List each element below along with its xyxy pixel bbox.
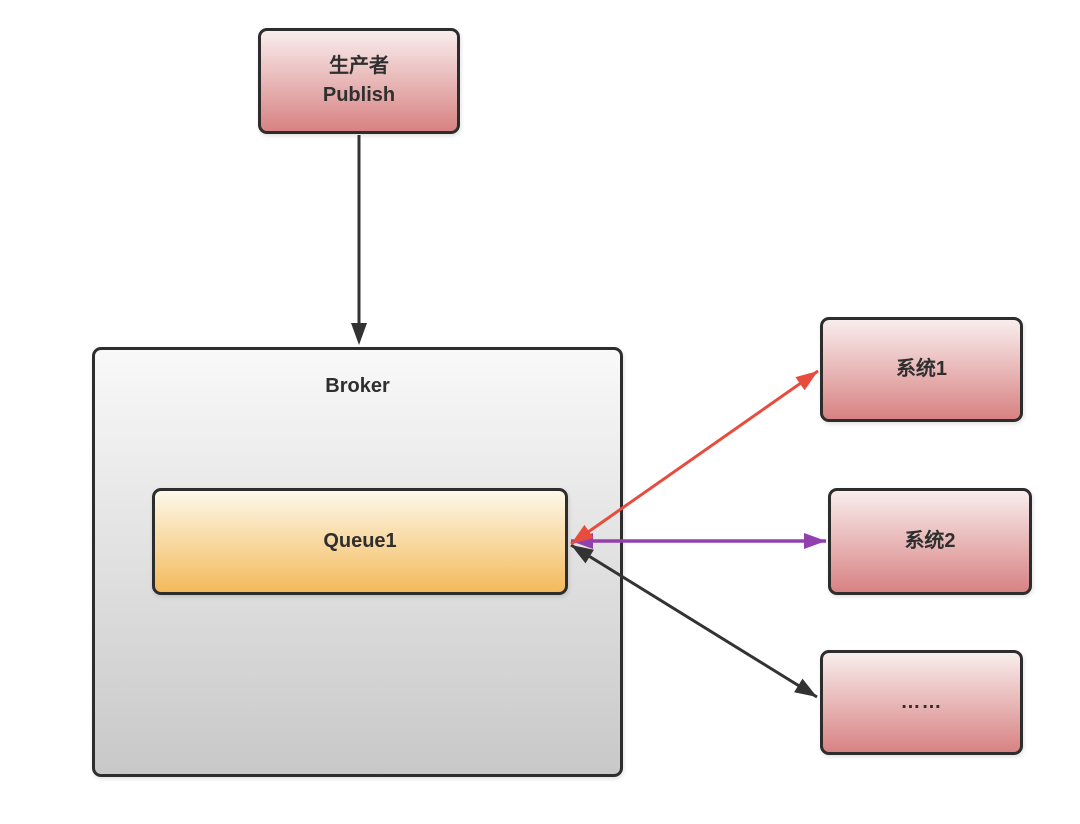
system2-node: 系统2 [828,488,1032,595]
more-systems-label: …… [900,691,943,713]
system1-node: 系统1 [820,317,1023,422]
system1-label: 系统1 [895,358,948,380]
edge-producer-to-broker-arrow [351,135,367,345]
edge-producer-arrowhead-icon [351,323,367,345]
edge-purple-arrowhead-end-icon [804,533,826,549]
system2-label: 系统2 [904,530,956,552]
broker-label: Broker [325,375,390,397]
producer-node: 生产者 Publish [258,28,460,134]
producer-label-en: Publish [322,84,396,106]
edge-black-arrowhead-end-icon [794,678,817,697]
producer-label-cn: 生产者 [329,55,389,77]
edge-red-arrowhead-end-icon [795,371,818,391]
queue1-node: Queue1 [152,488,568,595]
more-systems-node: …… [820,650,1023,755]
queue1-label: Queue1 [323,530,397,552]
